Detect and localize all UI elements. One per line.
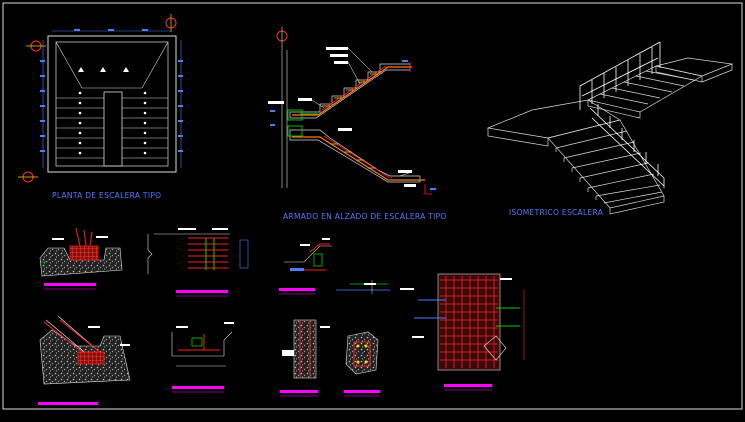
detail-step-section: [171, 322, 234, 393]
detail-step-bars: [147, 228, 249, 297]
sheet-border: [2, 2, 743, 410]
stair-isometric-view: ISOMETRICO ESCALERA: [486, 41, 734, 217]
detail-slab-reinforcement: [400, 273, 525, 391]
detail-label-bar: [280, 390, 318, 393]
isometric-title: ISOMETRICO ESCALERA: [509, 208, 604, 217]
detail-label-bar: [176, 290, 228, 293]
elevation-title: ARMADO EN ALZADO DE ESCALERA TIPO: [283, 212, 447, 221]
detail-label-bar: [344, 390, 380, 393]
stair-elevation-view: ARMADO EN ALZADO DE ESCALERA TIPO: [268, 27, 447, 221]
detail-column-section: [280, 319, 330, 397]
axis-bubble-icon: [18, 14, 177, 183]
detail-anchor: [336, 280, 390, 294]
detail-label-bar: [444, 384, 492, 387]
detail-stirrup: [344, 331, 380, 397]
detail-label-bar: [172, 386, 224, 389]
plan-title: PLANTA DE ESCALERA TIPO: [52, 191, 161, 200]
detail-label-bar: [38, 402, 98, 405]
detail-landing-joint: [279, 238, 332, 295]
stair-plan-view: PLANTA DE ESCALERA TIPO: [18, 14, 183, 200]
detail-base-footing: [38, 315, 131, 405]
detail-label-bar: [279, 288, 315, 291]
detail-label-bar: [44, 283, 96, 286]
detail-footing: [39, 227, 123, 290]
